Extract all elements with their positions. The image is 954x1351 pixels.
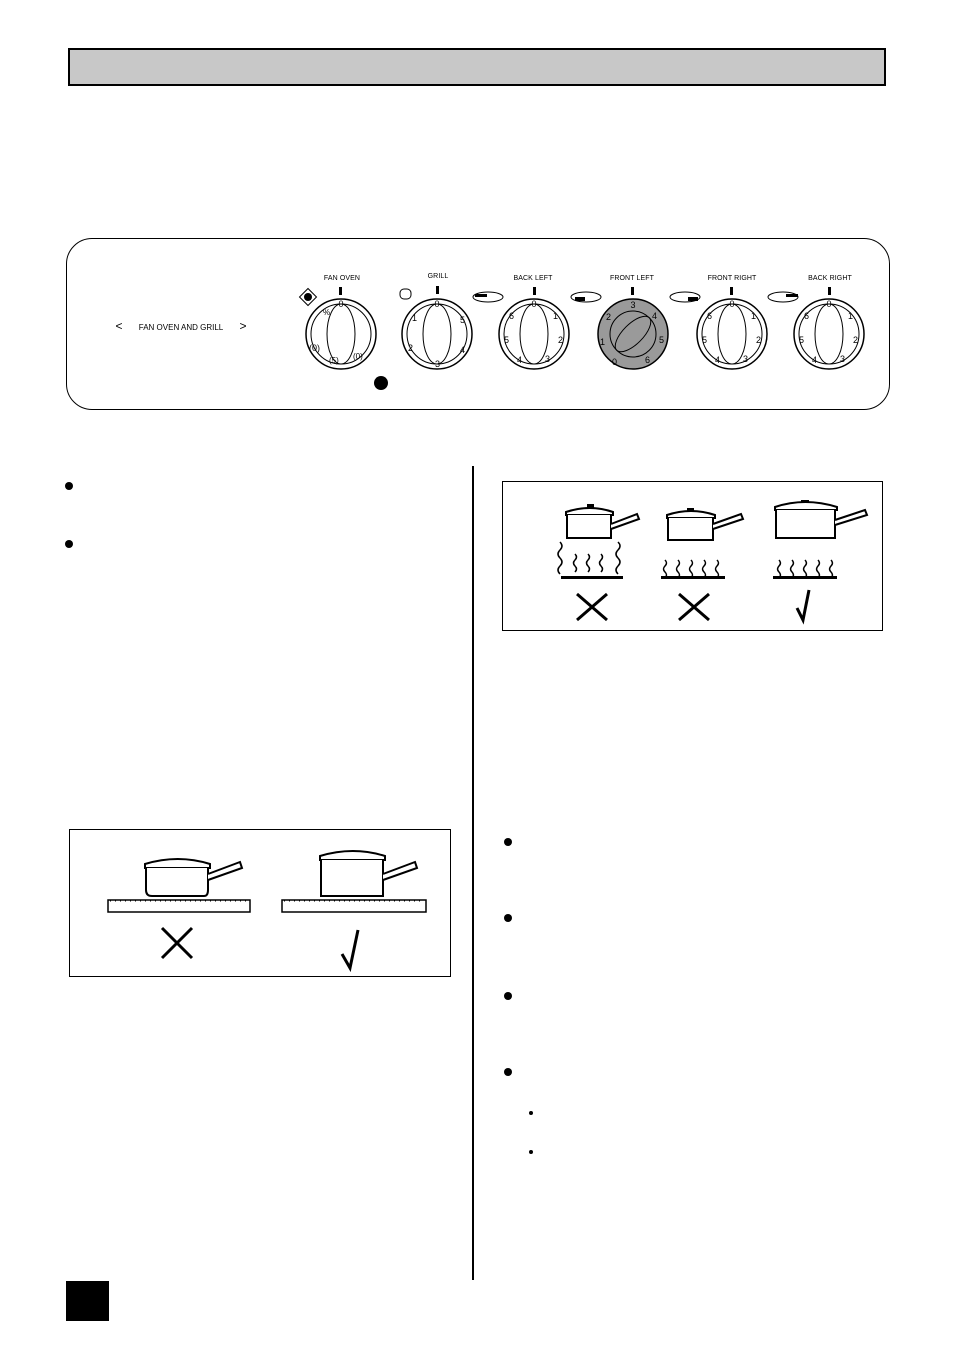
control-panel-diagram: < FAN OVEN AND GRILL > FAN OVEN GRILL BA…	[66, 238, 890, 410]
svg-text:6: 6	[707, 311, 712, 321]
knobs-drawing: 0 % (0) (5) (0) 0 1 2 3 4 5	[298, 286, 865, 390]
svg-text:5: 5	[659, 335, 664, 345]
uneven-pan-icon	[107, 858, 251, 913]
svg-text:1: 1	[751, 311, 756, 321]
bullet-point	[504, 914, 512, 922]
svg-text:4: 4	[715, 355, 720, 365]
svg-text:1: 1	[600, 337, 605, 347]
small-pan-small-ring-icon	[661, 508, 745, 622]
svg-text:3: 3	[743, 354, 748, 364]
indicator-light	[374, 376, 388, 390]
front-right-knob: 0 1 2 3 4 5 6	[669, 287, 768, 370]
knob-label-back-left: BACK LEFT	[513, 275, 553, 282]
pan-base-figure	[69, 829, 451, 977]
svg-text:6: 6	[645, 355, 650, 365]
svg-text:4: 4	[460, 345, 465, 355]
svg-text:0: 0	[434, 299, 439, 309]
svg-text:3: 3	[545, 354, 550, 364]
svg-text:2: 2	[853, 335, 858, 345]
svg-text:5: 5	[799, 335, 804, 345]
pan-size-figure	[502, 481, 883, 631]
matching-pan-ring-icon	[773, 500, 869, 625]
svg-text:0: 0	[612, 357, 617, 367]
small-pan-large-ring-icon	[557, 504, 641, 622]
svg-text:2: 2	[408, 343, 413, 353]
knob-label-front-right: FRONT RIGHT	[707, 275, 757, 282]
svg-text:6: 6	[804, 311, 809, 321]
svg-text:1: 1	[412, 313, 417, 323]
svg-text:(5): (5)	[329, 356, 339, 365]
svg-text:3: 3	[840, 354, 845, 364]
pan-size-drawing	[557, 500, 869, 625]
page-number-box	[66, 1281, 109, 1321]
flat-pan-icon	[281, 850, 427, 913]
svg-text:(0): (0)	[309, 343, 320, 353]
pan-base-drawing	[107, 850, 427, 973]
svg-text:%: %	[323, 308, 330, 317]
front-left-knob: 3 4 5 6 0 1 2	[570, 287, 669, 370]
cross-mark-icon	[160, 926, 194, 960]
bullet-point	[65, 540, 73, 548]
svg-text:0: 0	[729, 299, 734, 309]
svg-text:0: 0	[531, 299, 536, 309]
svg-text:3: 3	[630, 300, 635, 310]
bullet-point	[504, 838, 512, 846]
knob-label-grill: GRILL	[427, 273, 449, 280]
arrow-right-icon: >	[239, 319, 247, 333]
knob-label-front-left: FRONT LEFT	[609, 275, 655, 282]
fan-oven-and-grill-note: < FAN OVEN AND GRILL >	[115, 319, 247, 333]
bullet-point	[504, 1068, 512, 1076]
svg-text:2: 2	[558, 335, 563, 345]
svg-text:5: 5	[702, 335, 707, 345]
svg-text:3: 3	[435, 359, 440, 369]
section-title-bar	[68, 48, 886, 86]
svg-text:0: 0	[338, 299, 343, 309]
svg-text:2: 2	[756, 335, 761, 345]
sub-bullet-point	[529, 1150, 533, 1154]
knob-label-back-right: BACK RIGHT	[808, 275, 852, 282]
svg-text:6: 6	[509, 311, 514, 321]
back-left-knob: 0 1 2 3 4 5 6	[472, 287, 570, 370]
back-right-knob: 0 1 2 3 4 5 6	[767, 287, 865, 370]
svg-text:2: 2	[606, 312, 611, 322]
svg-text:4: 4	[812, 355, 817, 365]
svg-text:(0): (0)	[353, 352, 363, 361]
svg-text:1: 1	[848, 311, 853, 321]
bullet-point	[504, 992, 512, 1000]
svg-text:5: 5	[504, 335, 509, 345]
column-divider	[472, 466, 474, 1280]
svg-text:0: 0	[826, 299, 831, 309]
fan-oven-knob: 0 % (0) (5) (0)	[298, 287, 377, 370]
arrow-left-icon: <	[115, 319, 123, 333]
svg-text:4: 4	[517, 355, 522, 365]
tick-mark-icon	[340, 929, 360, 973]
svg-text:4: 4	[652, 311, 657, 321]
sub-bullet-point	[529, 1111, 533, 1115]
svg-text:5: 5	[460, 315, 465, 325]
grill-knob: 0 1 2 3 4 5	[399, 286, 473, 370]
svg-text:1: 1	[553, 311, 558, 321]
bullet-point	[65, 482, 73, 490]
knob-label-fan-oven: FAN OVEN	[323, 275, 361, 282]
